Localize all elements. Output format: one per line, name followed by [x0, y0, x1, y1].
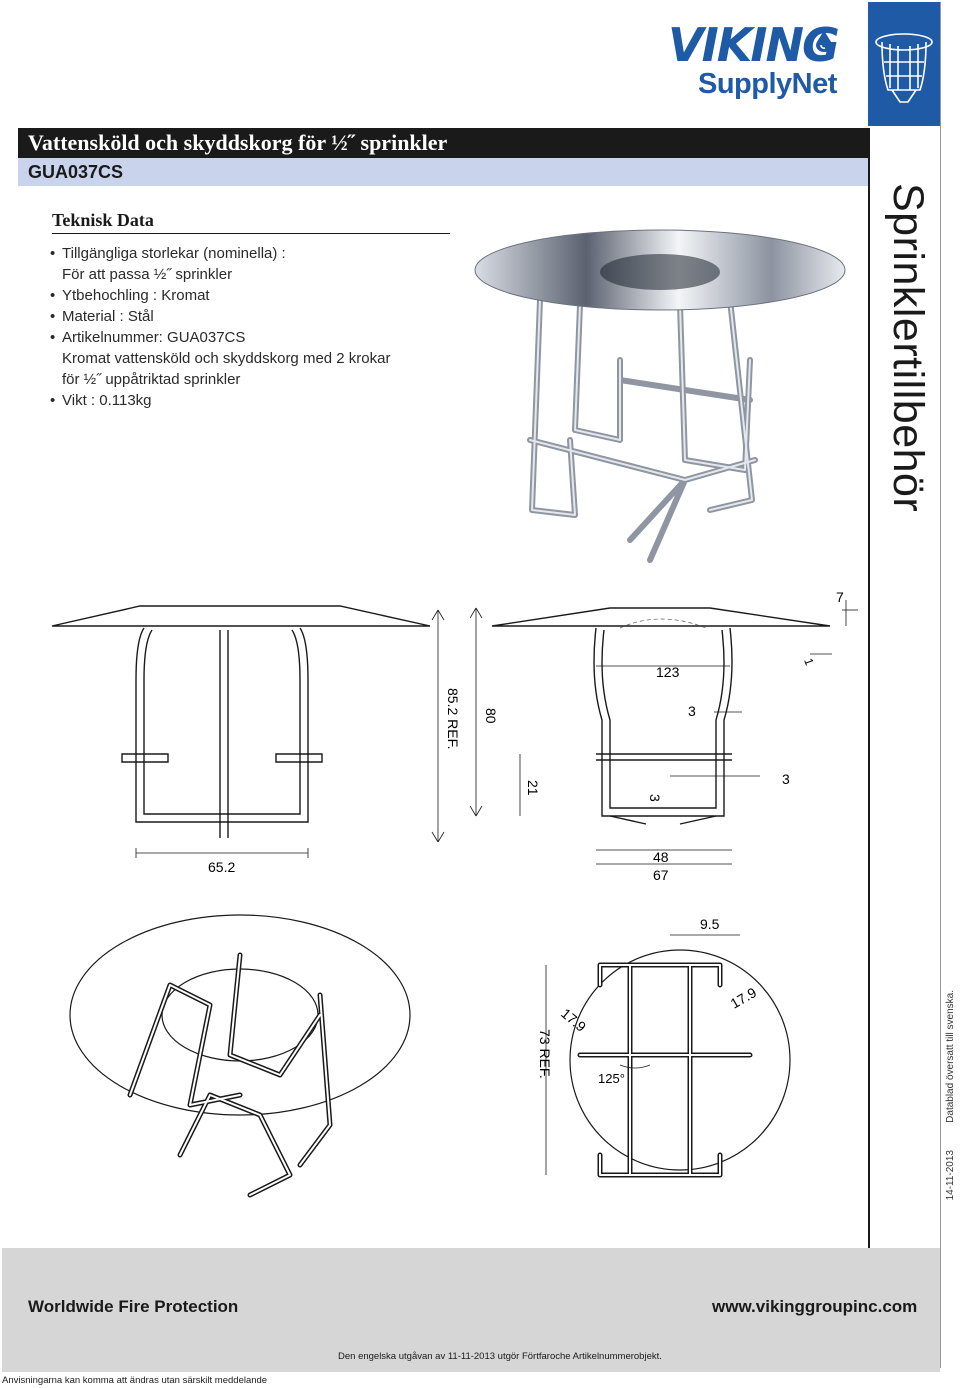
dimension-label: 48 — [653, 849, 669, 865]
footer-slogan: Worldwide Fire Protection — [28, 1297, 239, 1316]
subtitle-band — [18, 158, 868, 186]
dimension-label: 125° — [598, 1071, 625, 1086]
divider — [52, 233, 450, 234]
dimension-label: 65.2 — [208, 859, 235, 875]
dimension-label: 80 — [483, 708, 499, 724]
dimension-label: 3 — [688, 703, 696, 719]
product-photo — [474, 229, 846, 563]
dimension-label: 3 — [782, 771, 790, 787]
dimension-label: 67 — [653, 867, 669, 883]
front-view-drawing: 85.2 REF. 65.2 — [51, 605, 461, 875]
brand-tagline: SupplyNet — [698, 68, 837, 100]
list-item: Ytbehochling : Kromat — [50, 285, 450, 306]
dimension-label: 17.9 — [728, 984, 760, 1012]
list-item: För att passa ½˝ sprinkler — [62, 266, 233, 283]
dimension-label: 21 — [525, 780, 541, 796]
side-view-drawing: 7 1 123 80 3 3 21 3 48 67 — [470, 589, 858, 883]
list-item: Tillgängliga storlekar (nominella) : — [50, 243, 450, 264]
page-title: Vattensköld och skyddskorg för ½˝ sprink… — [28, 130, 448, 155]
list-item: Vikt : 0.113kg — [50, 390, 450, 411]
water-drop-icon — [816, 30, 832, 52]
dimension-label: 73 REF. — [537, 1029, 553, 1079]
dimension-label: 3 — [647, 794, 663, 802]
footer-note: Den engelska utgåvan av 11-11-2013 utgör… — [338, 1351, 662, 1362]
divider — [868, 128, 870, 1248]
dimension-label: 9.5 — [700, 916, 720, 932]
title-band — [18, 128, 868, 158]
dimension-label: 7 — [836, 589, 844, 605]
list-item: Kromat vattensköld och skyddskorg med 2 … — [62, 350, 391, 367]
list-item: Material : Stål — [50, 306, 450, 327]
disclaimer: Anvisningarna kan komma att ändras utan … — [2, 1375, 268, 1386]
dimension-label: 123 — [656, 664, 680, 680]
translation-note: Datablad översatt till svenska. — [945, 990, 956, 1123]
date-label: 14-11-2013 — [945, 1150, 956, 1201]
list-item: för ½˝ uppåtriktad sprinkler — [62, 371, 241, 388]
footer-band — [2, 1248, 940, 1372]
list-item: Artikelnummer: GUA037CS — [50, 327, 450, 348]
guard-cage-icon — [875, 33, 933, 103]
section-heading: Teknisk Data — [52, 210, 154, 230]
category-band — [868, 2, 940, 126]
divider — [940, 2, 941, 1368]
category-label: Sprinklertillbehör — [884, 183, 932, 513]
spec-list: Tillgängliga storlekar (nominella) : För… — [50, 243, 450, 411]
dimension-label: 1 — [801, 656, 817, 667]
top-view-drawing: 9.5 17.9 17.9 73 REF. 125° — [537, 916, 791, 1178]
brand-logo: VIKING — [668, 18, 840, 72]
isometric-view-drawing — [69, 914, 411, 1198]
footer-website-link[interactable]: www.vikinggroupinc.com — [712, 1297, 918, 1316]
dimension-label: 85.2 REF. — [445, 688, 461, 749]
product-code: GUA037CS — [28, 162, 124, 182]
